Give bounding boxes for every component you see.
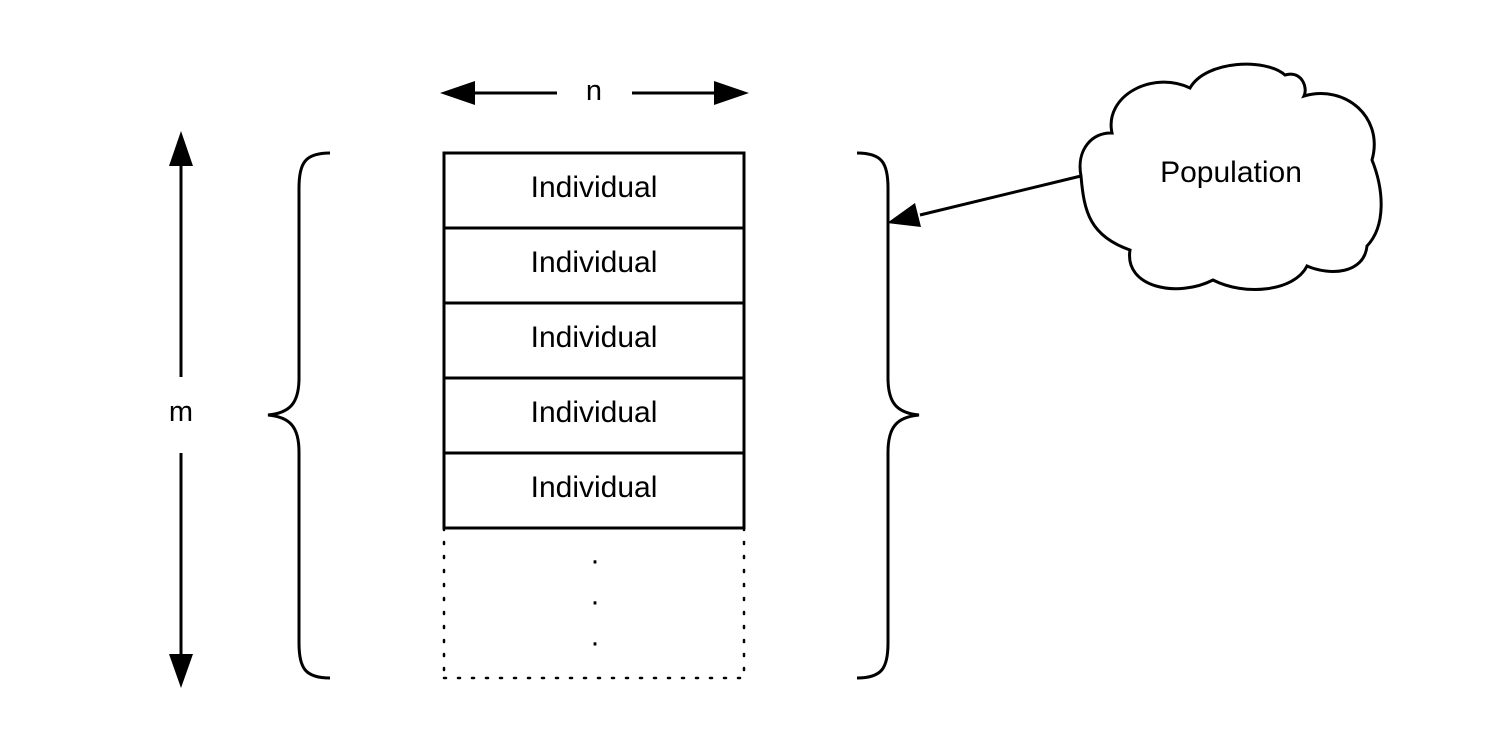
- width-dimension: n: [440, 75, 749, 107]
- height-arrow-bottom-head: [169, 654, 193, 688]
- individual-label: Individual: [531, 396, 658, 429]
- width-label: n: [586, 75, 602, 107]
- cloud-shape: [1078, 62, 1383, 291]
- population-cloud: Population: [1078, 62, 1383, 291]
- population-arrow: [887, 174, 1082, 227]
- continuation-dot: ·: [590, 626, 600, 659]
- right-brace: [856, 151, 920, 680]
- continuation-box: · · ·: [442, 526, 746, 680]
- individual-row: [442, 451, 746, 530]
- individual-stack: Individual Individual Individual Individ…: [442, 151, 746, 530]
- individual-label: Individual: [531, 471, 658, 504]
- continuation-dot: ·: [590, 544, 600, 577]
- population-arrow-line: [919, 174, 1082, 217]
- individual-label: Individual: [531, 246, 658, 279]
- cloud-label: Population: [1160, 156, 1302, 189]
- height-arrow-top-head: [169, 131, 193, 166]
- individual-label: Individual: [531, 171, 658, 204]
- population-arrow-head: [887, 203, 921, 227]
- height-label: m: [169, 396, 193, 428]
- individual-label: Individual: [531, 321, 658, 354]
- width-arrow-right-head: [714, 81, 749, 105]
- width-arrow-left-head: [440, 81, 475, 105]
- left-brace: [267, 151, 331, 680]
- height-dimension: m: [169, 131, 193, 688]
- continuation-dot: ·: [590, 585, 600, 618]
